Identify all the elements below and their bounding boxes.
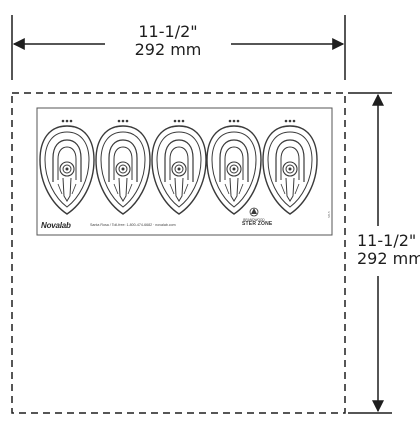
brand-right-line2: STER ZONE <box>242 221 273 227</box>
brand-right-line1: BRANDWOOD <box>243 218 265 222</box>
outer-dashed-boundary <box>11 92 346 414</box>
height-dimension-label: 11-1/2" 292 mm <box>357 232 420 268</box>
width-dimension-label: 11-1/2" 292 mm <box>108 23 228 59</box>
brand-right-logo: BRANDWOOD STER ZONE <box>242 218 273 227</box>
width-metric: 292 mm <box>134 40 202 59</box>
contact-line: Santa Rosa / Toll-free: 1-800-474-6682 ·… <box>90 223 176 227</box>
height-metric: 292 mm <box>357 249 420 268</box>
width-dimension <box>11 15 346 80</box>
brand-right-emblem <box>249 207 259 217</box>
height-dimension <box>348 92 392 414</box>
width-imperial: 11-1/2" <box>138 22 198 41</box>
part-code: SB-5 <box>327 211 331 218</box>
brand-left-logo: Novalab <box>41 221 71 230</box>
height-imperial: 11-1/2" <box>357 231 417 250</box>
